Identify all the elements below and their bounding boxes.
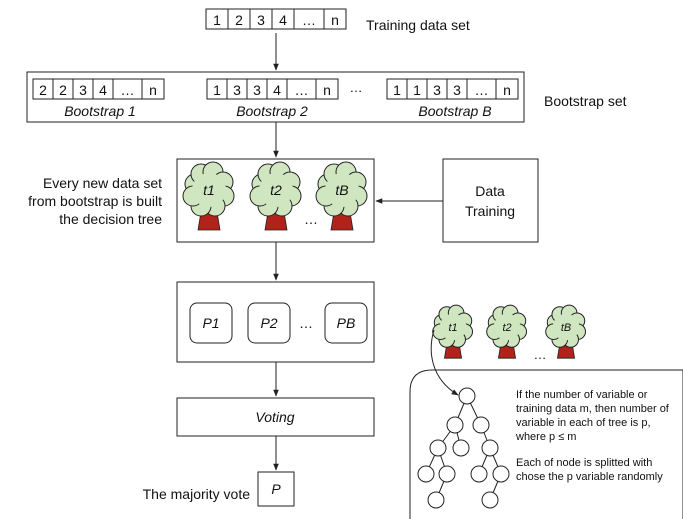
bootstrap-3-cell-value: 1	[413, 82, 421, 98]
training-cell-value: n	[331, 12, 339, 28]
tree-node	[446, 416, 464, 434]
voting-box	[176, 397, 375, 437]
training-cell	[323, 8, 347, 30]
bootstrap-3-cell	[495, 78, 519, 100]
training-cell-value: 3	[257, 12, 265, 28]
tree-node	[481, 491, 499, 509]
detail-para1-line-4: where p ≤ m	[515, 431, 576, 443]
result-label: P	[271, 481, 281, 497]
prediction-label: PB	[337, 315, 356, 331]
detail-para2-line-1: Each of node is splitted with	[516, 457, 652, 469]
training-cell-value: 1	[213, 12, 221, 28]
tree-node	[452, 439, 470, 457]
result-box	[257, 471, 295, 507]
bootstrap-b-label: Bootstrap B	[418, 103, 491, 119]
data-training: Data Training	[442, 158, 539, 243]
bootstrap-1-cell-value: n	[149, 82, 157, 98]
tree-node	[458, 387, 476, 405]
detail-para1-line-2: training data m, then number of	[516, 403, 670, 415]
bootstrap-2-cell-value: …	[295, 82, 309, 98]
bootstrap-2-cell-value: 4	[273, 82, 281, 98]
prediction-box	[189, 302, 233, 344]
tree-detail: t1 t2 tB … If the number of variable or tr…	[409, 304, 683, 519]
forest-tree-label: t1	[203, 182, 215, 198]
predictions-ellipsis: …	[299, 315, 313, 331]
bootstrap-1-cell	[141, 78, 165, 100]
result-caption: The majority vote	[143, 486, 251, 502]
predictions: P1 P2 PB …	[176, 281, 375, 363]
detail-tree-label: t1	[448, 322, 457, 334]
detail-tree: t1	[432, 304, 474, 359]
bootstrap-1-cell-value: 3	[79, 82, 87, 98]
prediction-label: P1	[202, 315, 219, 331]
detail-tree: tB	[545, 304, 587, 359]
tree-node	[481, 439, 499, 457]
tree-node	[429, 439, 447, 457]
tree-node	[492, 465, 510, 483]
tree-node	[470, 465, 488, 483]
tree-node	[438, 465, 456, 483]
bootstrap-3-cell-value: n	[503, 82, 511, 98]
forest-ellipsis: …	[304, 211, 318, 227]
bootstrap-2-cell-value: 3	[233, 82, 241, 98]
bootstrap-1-cell-value: …	[121, 82, 135, 98]
bootstrap-2-cell-value: 3	[253, 82, 261, 98]
voting-label: Voting	[255, 409, 294, 425]
bootstrap-3-cell-value: 1	[393, 82, 401, 98]
detail-tree-label: t2	[502, 322, 511, 334]
bootstrap-3-cell-value: …	[475, 82, 489, 98]
training-cell-value: …	[302, 12, 316, 28]
forest-tree: tB	[315, 161, 368, 231]
prediction-box	[324, 302, 368, 344]
bootstrap-2-cell	[315, 78, 339, 100]
tree-node	[472, 416, 490, 434]
bootstrap-set-label: Bootstrap set	[544, 93, 627, 109]
bootstrap-1-label: Bootstrap 1	[64, 103, 136, 119]
detail-para1-line-3: variable in each of tree is p,	[516, 417, 651, 429]
bootstrap-1-cell-value: 4	[99, 82, 107, 98]
data-training-line-1: Data	[475, 183, 505, 199]
prediction-label: P2	[260, 315, 277, 331]
forest-tree-label: t2	[270, 182, 282, 198]
forest-tree: t2	[249, 161, 302, 231]
bootstrap-1-cell-value: 2	[39, 82, 47, 98]
forest: t1 t2 tB … Every new data set from bootstr…	[28, 158, 375, 243]
data-training-line-2: Training	[465, 203, 515, 219]
decision-tree-graph	[417, 387, 510, 509]
voting: Voting	[176, 397, 375, 437]
prediction-box	[247, 302, 291, 344]
bootstrap-3-cell-value: 3	[433, 82, 441, 98]
bootstrap-2-cell-value: n	[323, 82, 331, 98]
forest-note-line-1: Every new data set	[43, 175, 162, 191]
result: P The majority vote	[143, 471, 295, 507]
training-cell-value: 2	[235, 12, 243, 28]
detail-tree: t2	[486, 304, 528, 359]
forest-tree: t1	[182, 161, 235, 231]
bootstrap-between-ellipsis: …	[350, 80, 363, 95]
training-data-label: Training data set	[366, 17, 470, 33]
detail-trees-ellipsis: …	[534, 347, 547, 362]
training-cell-value: 4	[279, 12, 287, 28]
bootstrap-2-cell-value: 1	[213, 82, 221, 98]
bootstrap-3-cell-value: 3	[453, 82, 461, 98]
detail-para2-line-2: chose the p variable randomly	[516, 471, 663, 483]
tree-node	[427, 491, 445, 509]
data-training-box	[442, 158, 539, 243]
forest-note-line-3: the decision tree	[59, 211, 162, 227]
detail-arrow	[430, 329, 459, 396]
bootstrap-1-cell-value: 2	[59, 82, 67, 98]
forest-tree-label: tB	[335, 182, 348, 198]
detail-tree-label: tB	[561, 322, 571, 334]
detail-para1-line-1: If the number of variable or	[516, 389, 648, 401]
tree-node	[417, 465, 435, 483]
bootstrap-2-label: Bootstrap 2	[236, 103, 308, 119]
forest-note-line-2: from bootstrap is built	[28, 193, 162, 209]
